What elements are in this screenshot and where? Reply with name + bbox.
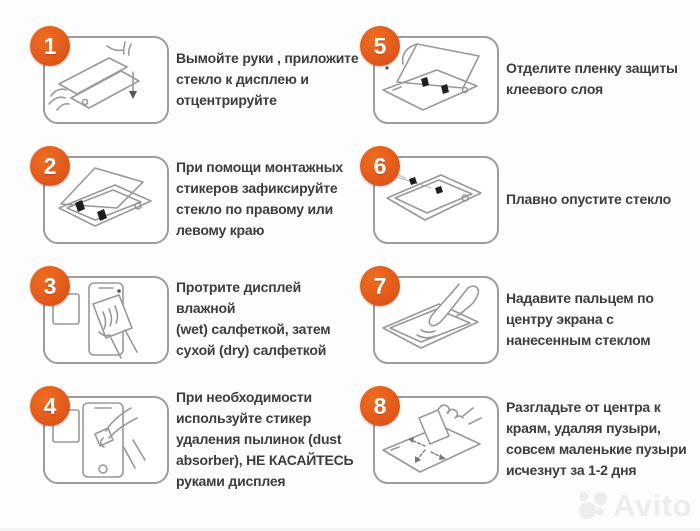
step-6-illustration-area: 6 xyxy=(358,146,506,252)
step-number-badge: 2 xyxy=(30,146,70,186)
step-3-illustration-area: 3 xyxy=(28,266,176,372)
step-8-illustration-area: 8 xyxy=(358,386,506,492)
step-number: 4 xyxy=(43,392,57,419)
peel-film-illustration xyxy=(382,43,480,111)
step-number: 5 xyxy=(373,32,387,59)
step-3: 3 Протрите дисплей влажной (wet) салфетк… xyxy=(28,266,363,372)
step-7: 7 Надавите пальцем по центру экрана с на… xyxy=(358,266,693,372)
step-4-illustration-area: 4 xyxy=(28,386,176,492)
step-5: 5 Отделите пленку защиты клеевого слоя xyxy=(358,26,693,132)
step-6: 6 Плавно опустите стекло xyxy=(358,146,693,252)
wipe-display-illustration xyxy=(52,282,138,359)
step-1-illustration-area: 1 xyxy=(28,26,176,132)
avito-watermark-label: Avito xyxy=(613,487,692,523)
press-center-illustration xyxy=(382,283,480,349)
step-number-badge: 1 xyxy=(30,26,70,66)
hands-place-glass-illustration xyxy=(48,41,140,111)
step-number: 8 xyxy=(373,392,387,419)
step-7-illustration-area: 7 xyxy=(358,266,506,372)
step-instruction-text: Вымойте руки , приложите стекло к диспле… xyxy=(176,49,359,108)
step-instruction-text: При помощи монтажных стикеров зафиксируй… xyxy=(176,159,343,238)
step-number-badge: 7 xyxy=(360,266,400,306)
step-4: 4 При необходимости используйте стикер у… xyxy=(28,386,363,492)
step-number: 7 xyxy=(373,272,387,299)
step-2: 2 При помощи монтажных стикеров зафиксир… xyxy=(28,146,363,252)
smooth-bubbles-illustration xyxy=(382,404,482,473)
step-number: 6 xyxy=(373,152,387,179)
step-instruction-text: Плавно опустите стекло xyxy=(506,190,671,207)
avito-logo-icon xyxy=(579,491,608,520)
step-2-illustration-area: 2 xyxy=(28,146,176,252)
fix-with-stickers-illustration xyxy=(58,167,152,227)
step-number-badge: 4 xyxy=(30,386,70,426)
step-5-illustration-area: 5 xyxy=(358,26,506,132)
step-number: 1 xyxy=(43,32,57,59)
step-number-badge: 6 xyxy=(360,146,400,186)
step-instruction-text: Отделите пленку защиты клеевого слоя xyxy=(506,60,678,97)
avito-watermark: Avito xyxy=(578,489,692,521)
step-1: 1 Вымойте руки , приложите стекло к дисп… xyxy=(28,26,363,132)
step-instruction-text: Надавите пальцем по центру экрана с нане… xyxy=(506,289,654,348)
step-number-badge: 8 xyxy=(360,386,400,426)
step-8: 8 Разгладьте от центра к краям, удаляя п… xyxy=(358,386,693,492)
step-number-badge: 3 xyxy=(30,266,70,306)
step-instruction-text: Разгладьте от центра к краям, удаляя пуз… xyxy=(506,399,687,478)
step-instruction-text: Протрите дисплей влажной (wet) салфеткой… xyxy=(176,279,331,358)
step-number-badge: 5 xyxy=(360,26,400,66)
step-number: 3 xyxy=(43,272,57,299)
dust-absorber-illustration xyxy=(52,402,146,478)
illustration-frame xyxy=(43,276,169,364)
step-instruction-text: При необходимости используйте стикер уда… xyxy=(176,388,354,489)
step-number: 2 xyxy=(43,152,57,179)
